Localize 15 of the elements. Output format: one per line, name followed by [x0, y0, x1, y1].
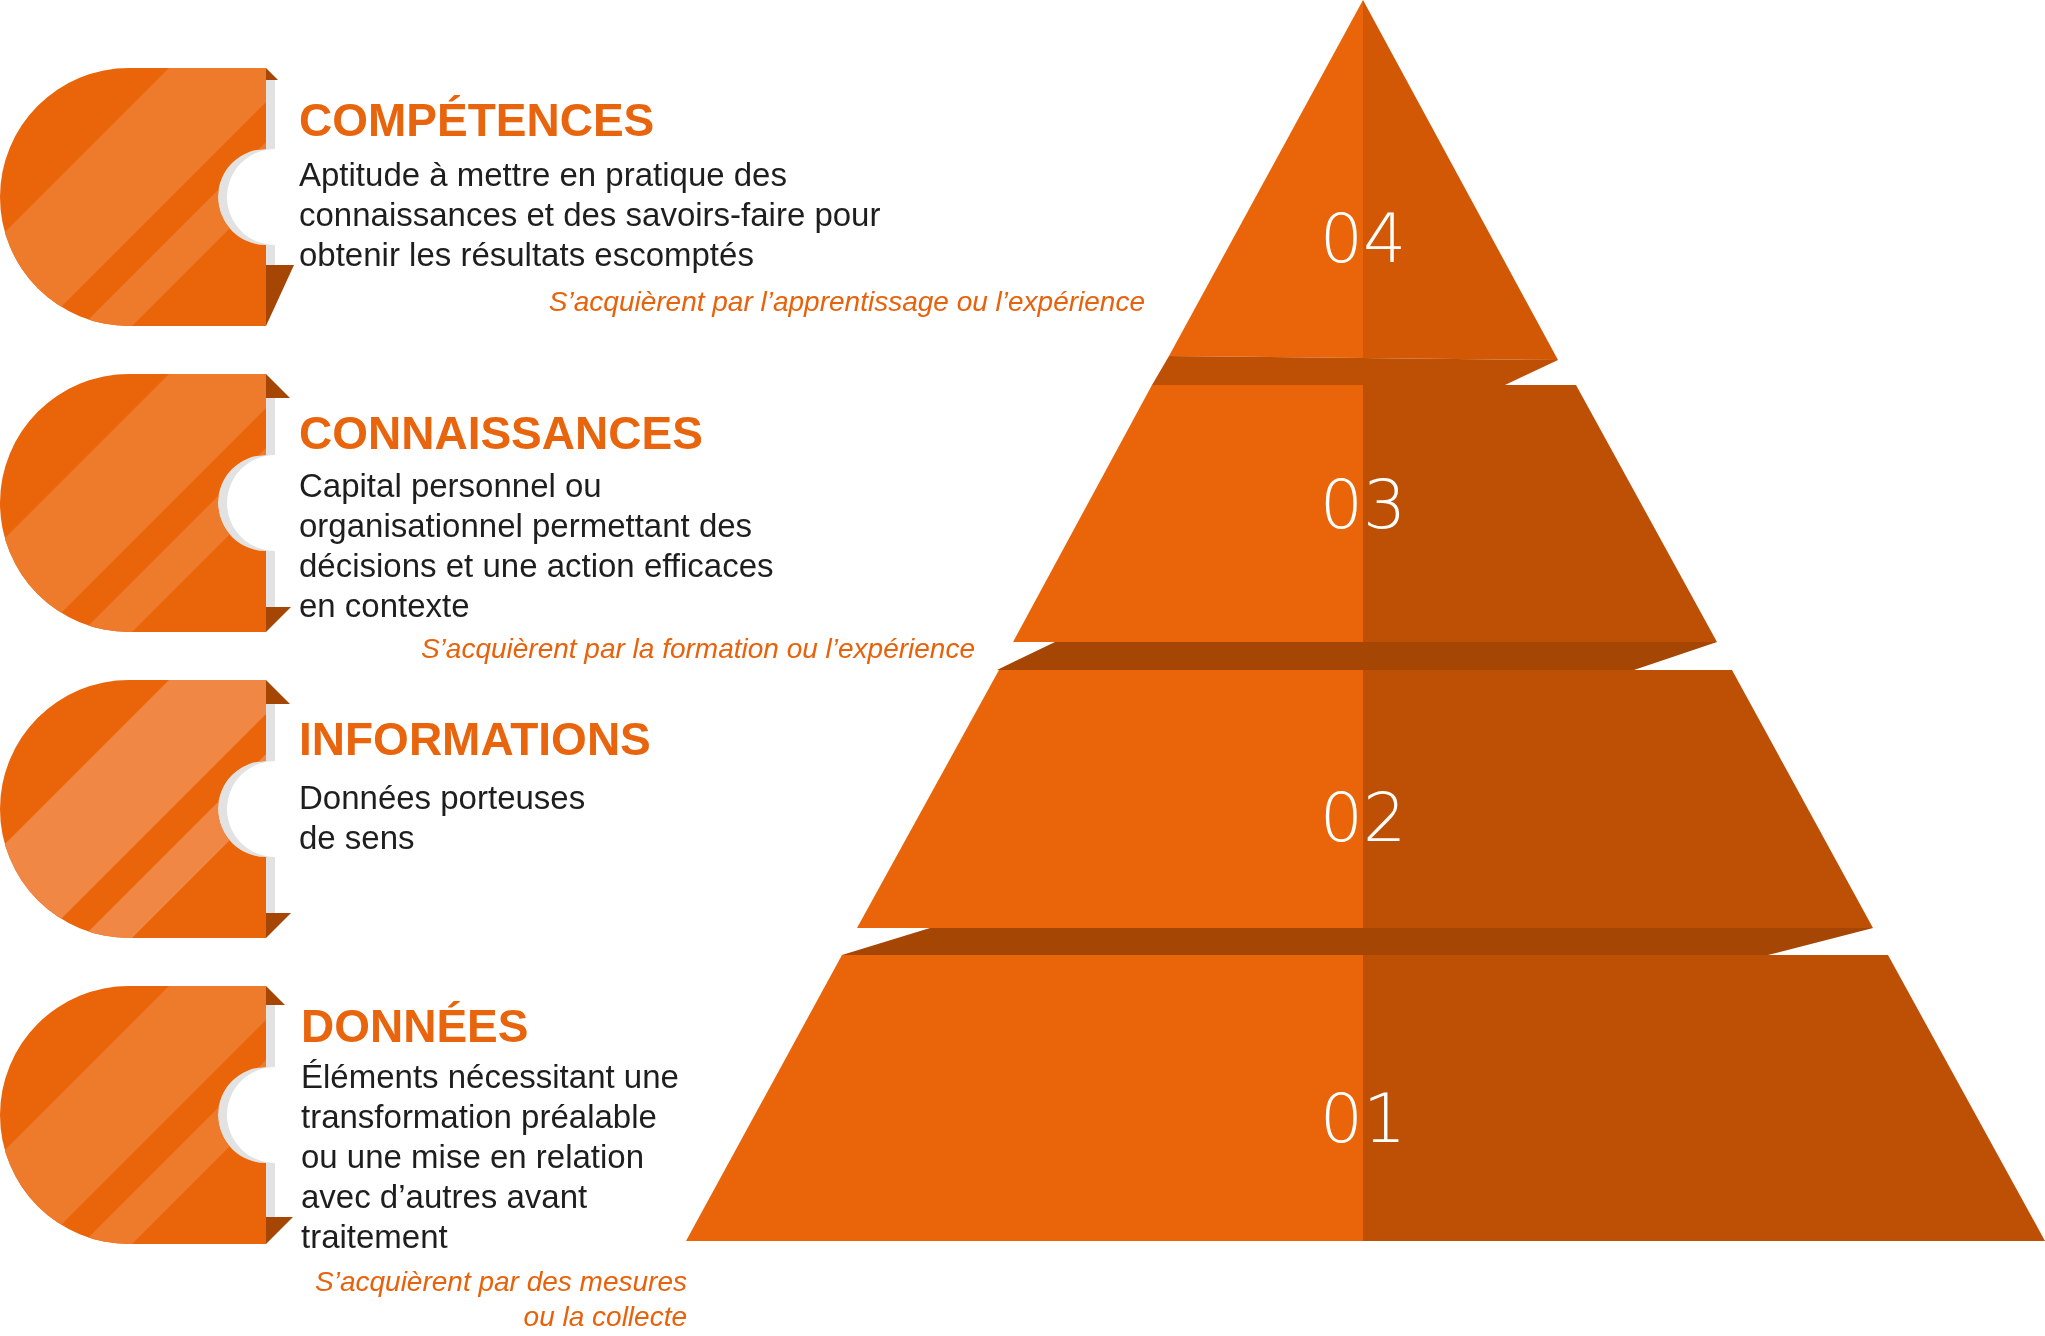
level-description: Données porteuses de sens: [299, 778, 587, 858]
layer-number: 03: [1319, 471, 1407, 539]
level-title: CONNAISSANCES: [299, 408, 703, 458]
level-description: Éléments nécessitant une transformation préalable ou une mise en relation avec d’autres avant traitement: [301, 1057, 680, 1257]
acquisition-note: S’acquièrent par l’apprentissage ou l’expérience: [547, 285, 1145, 319]
layer-number: 04: [1319, 205, 1407, 273]
level-description: Capital personnel ou organisationnel permettant des décisions et une action efficaces en contexte: [299, 466, 775, 626]
acquisition-note: S’acquièrent par des mesures ou la collecte: [314, 1265, 687, 1334]
level-title: COMPÉTENCES: [299, 95, 655, 145]
layer-number: 02: [1319, 784, 1407, 852]
level-title: INFORMATIONS: [299, 714, 651, 764]
layer-number: 01: [1319, 1085, 1407, 1153]
level-description: Aptitude à mettre en pratique des connaissances et des savoirs-faire pour obtenir les résultats escomptés: [299, 155, 882, 275]
level-title: DONNÉES: [301, 1001, 529, 1051]
acquisition-note: S’acquièrent par la formation ou l’expérience: [419, 632, 975, 666]
